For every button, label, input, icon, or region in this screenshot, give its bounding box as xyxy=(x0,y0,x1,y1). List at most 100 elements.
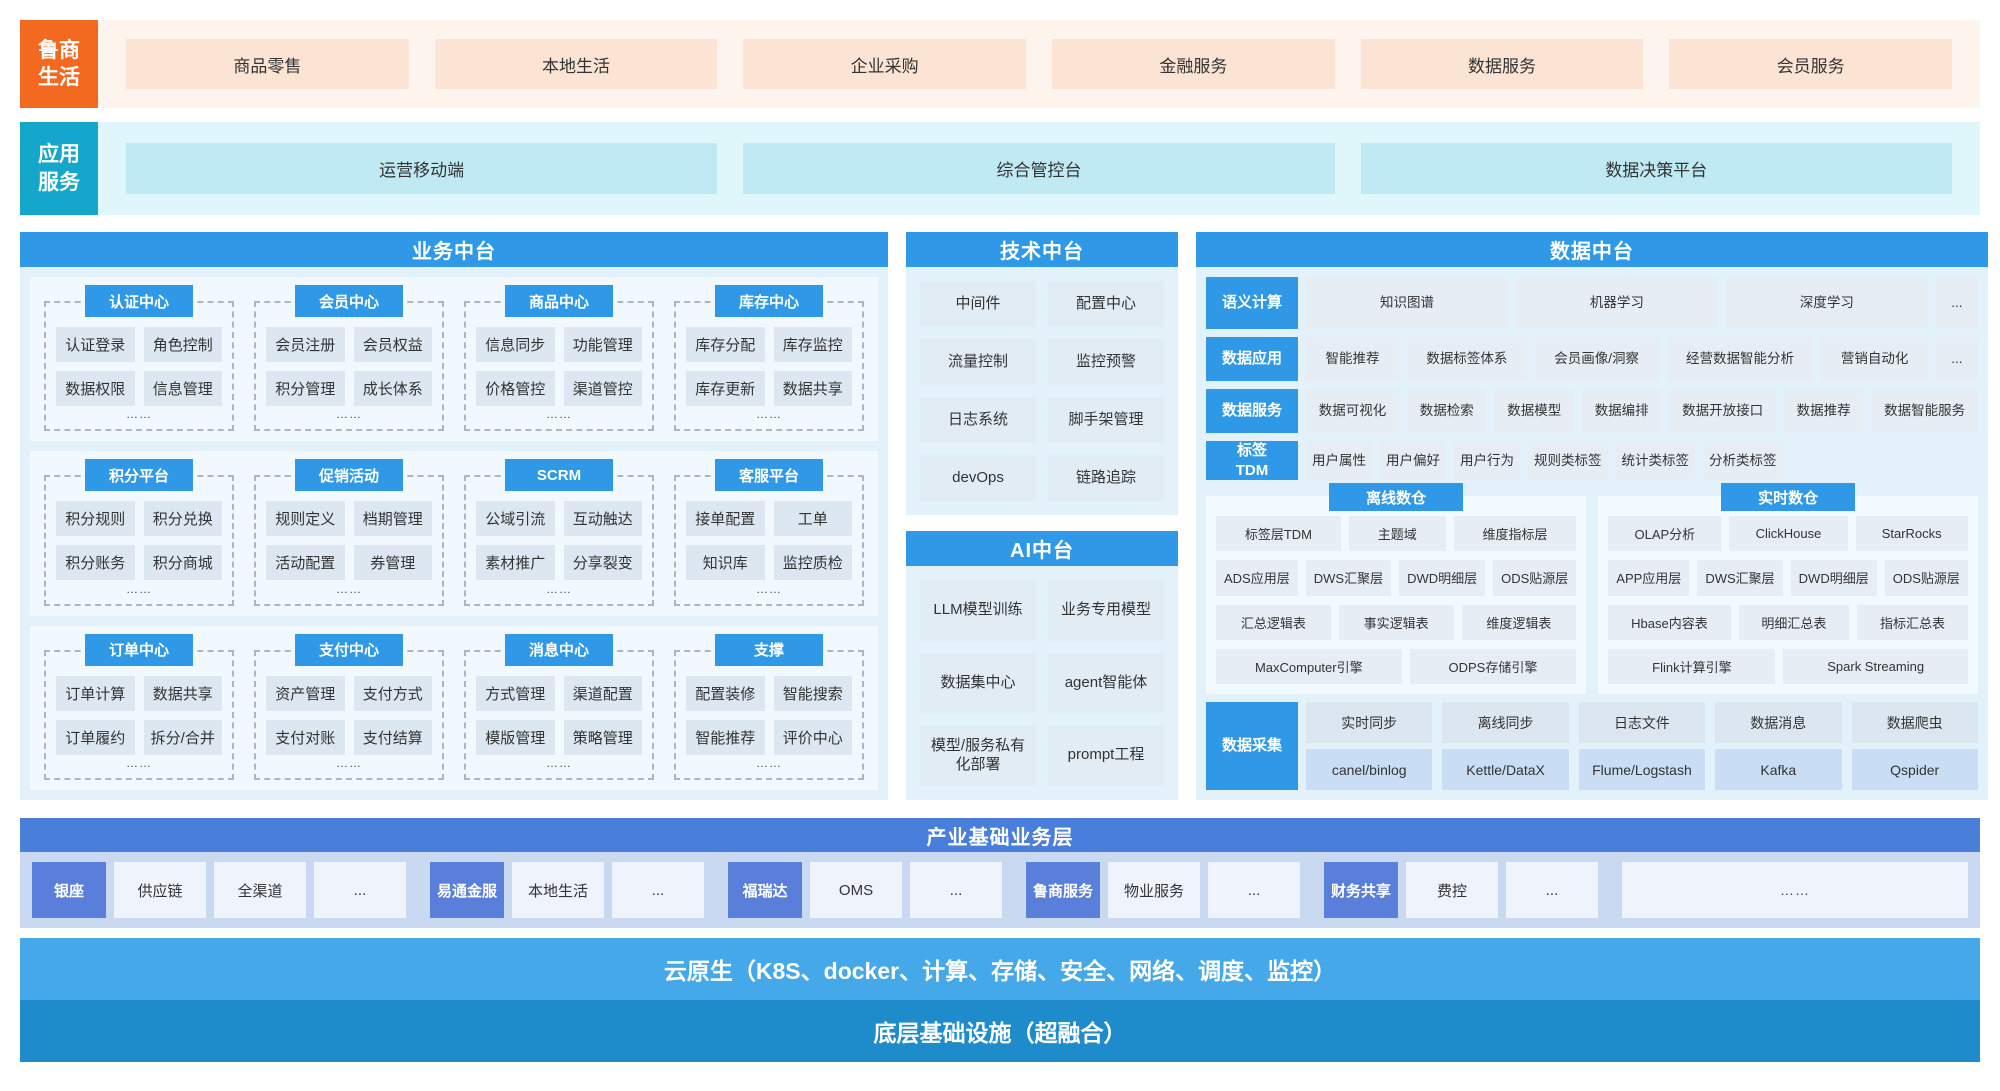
industry-system-cell: 物业服务 xyxy=(1108,862,1200,918)
warehouse-cell-row: 汇总逻辑表事实逻辑表维度逻辑表 xyxy=(1216,604,1577,640)
business-group: 积分平台 积分规则积分兑换积分账务积分商城 …… xyxy=(44,459,234,606)
capability-cell: 评价中心 xyxy=(773,719,852,755)
business-group: 客服平台 接单配置工单知识库监控质检 …… xyxy=(674,459,864,606)
capability-cell: 积分管理 xyxy=(266,371,345,406)
ellipsis-text: …… xyxy=(336,407,362,422)
brand-service-list: 商品零售本地生活企业采购金融服务数据服务会员服务 xyxy=(98,20,1980,108)
warehouse-cell: Flink计算引擎 xyxy=(1608,648,1776,684)
data-labeled-rows: 语义计算 知识图谱机器学习深度学习... 数据应用 智能推荐数据标签体系会员画像… xyxy=(1206,277,1978,480)
warehouse-cell: OLAP分析 xyxy=(1608,516,1722,552)
capability-cell: 智能搜索 xyxy=(773,675,852,711)
capability-cell: 活动配置 xyxy=(266,545,345,581)
capability-cell: 库存分配 xyxy=(686,327,765,362)
capability-cell: 数据共享 xyxy=(773,371,852,406)
data-collection-column: 数据爬虫 Qspider xyxy=(1851,702,1978,790)
industry-company-chip: 福瑞达 xyxy=(728,862,802,918)
business-group-cells: 资产管理支付方式支付对账支付结算 xyxy=(266,675,432,755)
business-group-row: 积分平台 积分规则积分兑换积分账务积分商城 …… 促销活动 xyxy=(30,451,878,616)
data-capability-cell: ... xyxy=(1935,337,1978,381)
industry-system-cell: ... xyxy=(1208,862,1300,918)
business-group-title-chip: 支撑 xyxy=(715,633,823,666)
capability-cell: 策略管理 xyxy=(563,719,642,755)
capability-cell: 互动触达 xyxy=(563,501,642,537)
warehouse-title-chip: 实时数仓 xyxy=(1721,483,1856,511)
infrastructure-bar: 底层基础设施（超融合） xyxy=(20,1000,1980,1062)
industry-company-chip: 易通金服 xyxy=(430,862,504,918)
data-capability-cell: 营销自动化 xyxy=(1821,337,1928,381)
business-group-title-chip: 支付中心 xyxy=(295,633,403,666)
capability-cell: 支付结算 xyxy=(353,719,432,755)
industry-group: 财务共享 费控... xyxy=(1324,862,1598,918)
data-capability-cell: 用户偏好 xyxy=(1380,441,1446,480)
warehouse-cell: 标签层TDM xyxy=(1216,516,1341,552)
capability-cell: 公域引流 xyxy=(476,501,555,537)
data-capability-cell: 用户行为 xyxy=(1454,441,1520,480)
data-row: 数据应用 智能推荐数据标签体系会员画像/洞察经营数据智能分析营销自动化... xyxy=(1206,337,1978,381)
business-group-box: 方式管理渠道配置模版管理策略管理 …… xyxy=(464,649,654,780)
ellipsis-text: …… xyxy=(126,407,152,422)
data-collection-column: 离线同步 Kettle/DataX xyxy=(1442,702,1569,790)
brand-service-item: 商品零售 xyxy=(126,39,409,89)
collection-tool-cell: Qspider xyxy=(1851,749,1978,790)
ai-platform-title: AI中台 xyxy=(906,531,1178,566)
capability-cell: 渠道管控 xyxy=(563,371,642,406)
industry-group-cells: 费控... xyxy=(1406,862,1598,918)
data-collection-column: 日志文件 Flume/Logstash xyxy=(1578,702,1706,790)
capability-cell: 素材推广 xyxy=(476,545,555,581)
business-group-cells: 积分规则积分兑换积分账务积分商城 xyxy=(56,501,222,581)
data-row-label: 标签 TDM xyxy=(1206,441,1298,480)
industry-base-band: 银座 供应链全渠道... 易通金服 本地生活... 福瑞达 xyxy=(20,852,1980,928)
collection-tool-cell: Kafka xyxy=(1715,749,1842,790)
ellipsis-text: …… xyxy=(546,581,572,596)
ai-capability-cell: 模型/服务私有化部署 xyxy=(920,725,1036,786)
business-group-cells: 会员注册会员权益积分管理成长体系 xyxy=(266,327,432,406)
business-group-box: 订单计算数据共享订单履约拆分/合并 …… xyxy=(44,649,234,780)
tech-capability-cell: 日志系统 xyxy=(920,397,1036,443)
data-row-cells: 知识图谱机器学习深度学习... xyxy=(1306,277,1978,329)
business-platform-panel: 认证中心 认证登录角色控制数据权限信息管理 …… 会员中心 xyxy=(20,267,888,800)
warehouse-cell: 维度逻辑表 xyxy=(1461,604,1577,640)
capability-cell: 资产管理 xyxy=(266,675,345,711)
ai-capability-cell: 数据集中心 xyxy=(920,652,1036,714)
tech-capability-cell: 配置中心 xyxy=(1048,281,1164,327)
business-group-row: 认证中心 认证登录角色控制数据权限信息管理 …… 会员中心 xyxy=(30,277,878,442)
ellipsis-text: …… xyxy=(126,581,152,596)
collection-type-cell: 日志文件 xyxy=(1578,702,1706,743)
capability-cell: 知识库 xyxy=(686,545,765,581)
warehouse-cell: DWD明细层 xyxy=(1790,560,1877,596)
ellipsis-text: …… xyxy=(546,407,572,422)
data-capability-cell: 知识图谱 xyxy=(1306,277,1508,329)
business-group-box: 配置装修智能搜索智能推荐评价中心 …… xyxy=(674,649,864,780)
warehouse-cell: Spark Streaming xyxy=(1783,648,1968,684)
industry-group-cells: 物业服务... xyxy=(1108,862,1300,918)
data-capability-cell: 数据推荐 xyxy=(1783,389,1864,433)
business-platform-section: 业务中台 认证中心 认证登录角色控制数据权限信息管理 …… xyxy=(20,232,888,800)
ai-capability-cell: agent智能体 xyxy=(1048,652,1164,714)
warehouse-title-chip: 离线数仓 xyxy=(1329,483,1464,511)
warehouse-cell: ODS贴源层 xyxy=(1884,560,1968,596)
warehouse-cell: 指标汇总表 xyxy=(1857,604,1968,640)
capability-cell: 数据共享 xyxy=(143,675,222,711)
data-platform-section: 数据中台 语义计算 知识图谱机器学习深度学习... 数据应用 xyxy=(1196,232,1988,800)
ellipsis-text: …… xyxy=(336,755,362,770)
industry-group-cells: 本地生活... xyxy=(512,862,704,918)
data-capability-cell: 数据模型 xyxy=(1494,389,1574,433)
warehouse-cell: APP应用层 xyxy=(1608,560,1690,596)
industry-system-cell: ... xyxy=(314,862,406,918)
industry-more-box: …… xyxy=(1622,862,1968,918)
industry-system-cell: 费控 xyxy=(1406,862,1498,918)
tech-platform-title: 技术中台 xyxy=(906,232,1178,267)
industry-group: 福瑞达 OMS... xyxy=(728,862,1002,918)
app-platform-list: 运营移动端综合管控台数据决策平台 xyxy=(98,122,1980,215)
data-capability-cell: 机器学习 xyxy=(1515,277,1718,329)
capability-cell: 工单 xyxy=(773,501,852,537)
ai-capability-cell: prompt工程 xyxy=(1048,725,1164,786)
tech-capability-cell: 监控预警 xyxy=(1048,339,1164,385)
business-group-box: 公域引流互动触达素材推广分享裂变 …… xyxy=(464,475,654,606)
warehouse-cell: 维度指标层 xyxy=(1453,516,1577,552)
